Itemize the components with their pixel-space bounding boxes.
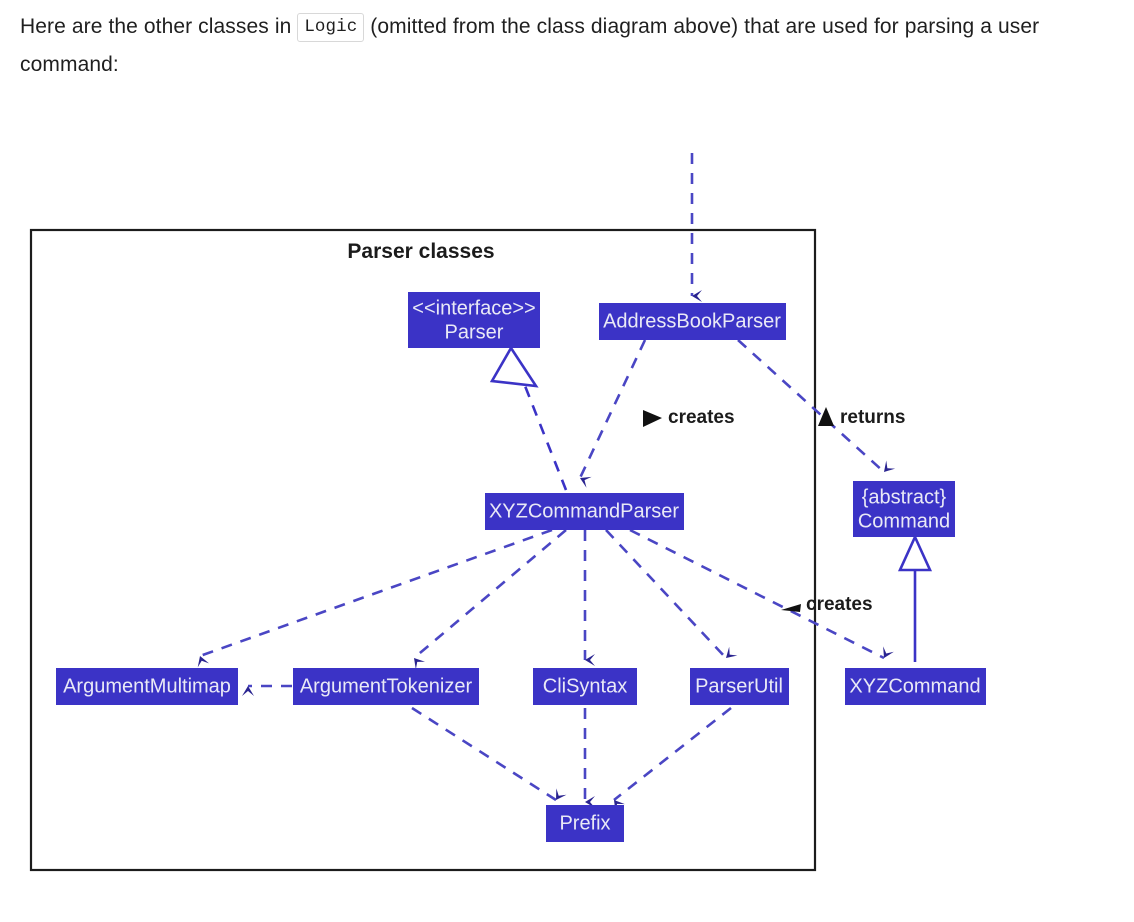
- class-box-cli-syntax-name: CliSyntax: [543, 675, 627, 697]
- class-diagram-svg: Parser classes XYZCommandParser (creates…: [29, 153, 986, 872]
- class-box-cli-syntax[interactable]: CliSyntax: [533, 668, 637, 705]
- class-box-argument-tokenizer-rect: [293, 668, 479, 705]
- relation-xyzcommandparser-creates-xyzcommand: [629, 528, 894, 660]
- class-box-argument-multimap[interactable]: ArgumentMultimap: [56, 668, 238, 705]
- intro-line-2: parsing a user command:: [20, 15, 1040, 76]
- intro-paragraph: Here are the other classes in Logic (omi…: [20, 0, 1110, 84]
- logic-code-chip: Logic: [297, 13, 365, 42]
- class-box-xyz-command-parser-name: XYZCommandParser: [489, 500, 679, 522]
- class-box-address-book-parser[interactable]: AddressBookParser: [599, 303, 786, 340]
- frame-title: Parser classes: [347, 240, 494, 263]
- relation-label-creates-command: creates: [806, 594, 873, 615]
- class-box-xyz-command-rect: [845, 668, 986, 705]
- relation-xyzcommandparser-to-argumentmultimap: [197, 528, 553, 668]
- class-box-cli-syntax-rect: [533, 668, 637, 705]
- class-box-parser-util[interactable]: ParserUtil: [690, 668, 789, 705]
- returns-command-marker: [818, 407, 834, 426]
- class-box-xyz-command[interactable]: XYZCommand: [845, 668, 986, 705]
- class-box-argument-tokenizer-name: ArgumentTokenizer: [300, 675, 473, 697]
- relation-label-creates-parser: creates: [668, 407, 735, 428]
- class-box-command-name: Command: [858, 510, 950, 532]
- intro-text-after: (omitted from the class diagram above) t…: [370, 15, 899, 38]
- relation-xyzcommandparser-realizes-parser: [514, 362, 568, 491]
- class-box-command-rect: [853, 481, 955, 537]
- generalization-triangle-command: [897, 533, 933, 572]
- relation-xyzcommandparser-to-argumenttokenizer: [413, 529, 567, 670]
- class-box-parser[interactable]: <<interface>> Parser: [408, 292, 540, 348]
- class-box-prefix[interactable]: Prefix: [546, 805, 624, 842]
- intro-line-1: Here are the other classes in Logic (omi…: [20, 8, 1110, 84]
- relation-label-returns-command: returns: [840, 407, 905, 428]
- class-box-xyz-command-name: XYZCommand: [849, 675, 980, 697]
- class-box-parser-stereotype: <<interface>>: [412, 297, 535, 319]
- intro-text-before: Here are the other classes in: [20, 15, 292, 38]
- class-box-argument-multimap-name: ArgumentMultimap: [63, 675, 231, 697]
- class-box-command[interactable]: {abstract} Command: [853, 481, 955, 537]
- class-box-xyz-command-parser[interactable]: XYZCommandParser: [485, 493, 684, 530]
- class-box-command-stereotype: {abstract}: [862, 486, 947, 508]
- relation-xyzcommandparser-to-parserutil: [605, 529, 738, 659]
- class-box-parser-name: Parser: [445, 321, 504, 343]
- creates-parser-marker: [643, 410, 662, 427]
- class-box-parser-rect: [408, 292, 540, 348]
- class-box-address-book-parser-rect: [599, 303, 786, 340]
- class-box-prefix-name: Prefix: [559, 812, 610, 834]
- class-box-argument-tokenizer[interactable]: ArgumentTokenizer: [293, 668, 479, 705]
- class-box-address-book-parser-name: AddressBookParser: [603, 310, 781, 332]
- realization-triangle-parser: [489, 345, 539, 388]
- parser-classes-frame: [29, 228, 817, 872]
- class-box-xyz-command-parser-rect: [485, 493, 684, 530]
- class-box-prefix-rect: [546, 805, 624, 842]
- class-box-parser-util-name: ParserUtil: [695, 675, 783, 697]
- relation-addressbookparser-creates-xyzcommandparser: [578, 339, 647, 488]
- relation-parserutil-to-prefix: [613, 706, 732, 812]
- class-box-argument-multimap-rect: [56, 668, 238, 705]
- creates-command-marker: [781, 604, 801, 612]
- class-box-parser-util-rect: [690, 668, 789, 705]
- relation-addressbookparser-returns-command: [737, 339, 896, 473]
- relation-argumenttokenizer-to-prefix: [411, 706, 567, 802]
- class-diagram: Parser classes XYZCommandParser (creates…: [0, 100, 1134, 922]
